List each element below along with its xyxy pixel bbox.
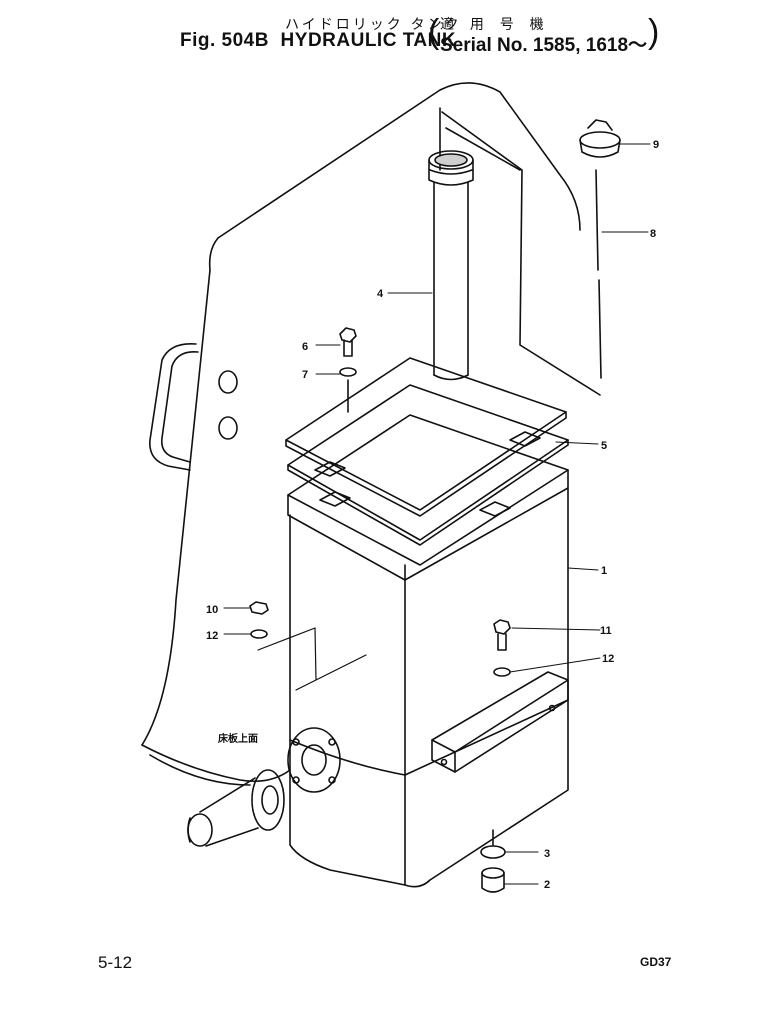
suction-pipe	[187, 769, 285, 847]
part-label-9: 9	[653, 139, 659, 151]
part-label-6: 6	[302, 341, 308, 353]
leader-lines	[223, 143, 651, 885]
paren-close-glyph: )	[648, 13, 660, 51]
part-label-11: 11	[600, 625, 612, 637]
japanese-title: ハイドロリック タンク	[285, 16, 462, 32]
serial-range: Serial No. 1585, 1618～	[440, 35, 648, 56]
paren-open-glyph: (	[428, 13, 440, 51]
figure-number: Fig. 504B	[180, 30, 269, 51]
washer-12-left	[250, 629, 268, 639]
mounting-bracket	[431, 671, 569, 773]
japanese-applicability: 適 用 号 機	[440, 16, 550, 32]
part-label-5: 5	[601, 440, 607, 452]
floor-plate-label: 床板上面	[218, 732, 258, 745]
gasket	[287, 384, 569, 546]
figure-header: ハイドロリック タンク 適 用 号 機 Fig. 504B HYDRAULIC …	[0, 0, 759, 60]
side-port-flange	[287, 727, 341, 793]
dipstick	[595, 169, 602, 379]
cab-panel-outline	[141, 82, 601, 786]
bolt-11	[493, 619, 511, 651]
model-code: GD37	[640, 955, 672, 969]
phantom-line	[257, 627, 367, 691]
drain-plug	[481, 867, 505, 893]
part-label-12-left: 12	[206, 630, 218, 642]
nut-10	[249, 601, 269, 615]
filler-pipe	[428, 150, 474, 381]
tank-body	[287, 414, 569, 888]
part-label-3: 3	[544, 848, 550, 860]
washer-12-right	[493, 667, 511, 677]
o-ring	[480, 845, 506, 859]
figure-name: HYDRAULIC TANK	[280, 30, 457, 51]
part-label-1: 1	[601, 565, 607, 577]
tank-cover-plate	[285, 357, 567, 517]
panel-hole	[218, 370, 238, 394]
page-number: 5-12	[98, 953, 133, 972]
washer-7	[339, 367, 357, 377]
figure-title: Fig. 504B HYDRAULIC TANK	[180, 30, 456, 52]
grab-handle	[149, 343, 199, 471]
part-label-7: 7	[302, 369, 308, 381]
part-label-2: 2	[544, 879, 550, 891]
part-label-12-right: 12	[602, 653, 614, 665]
part-label-8: 8	[650, 228, 656, 240]
breather-cap	[579, 119, 621, 158]
part-label-10: 10	[206, 604, 218, 616]
panel-hole	[218, 416, 238, 440]
bolt-6	[339, 327, 357, 357]
part-label-4: 4	[377, 288, 384, 300]
